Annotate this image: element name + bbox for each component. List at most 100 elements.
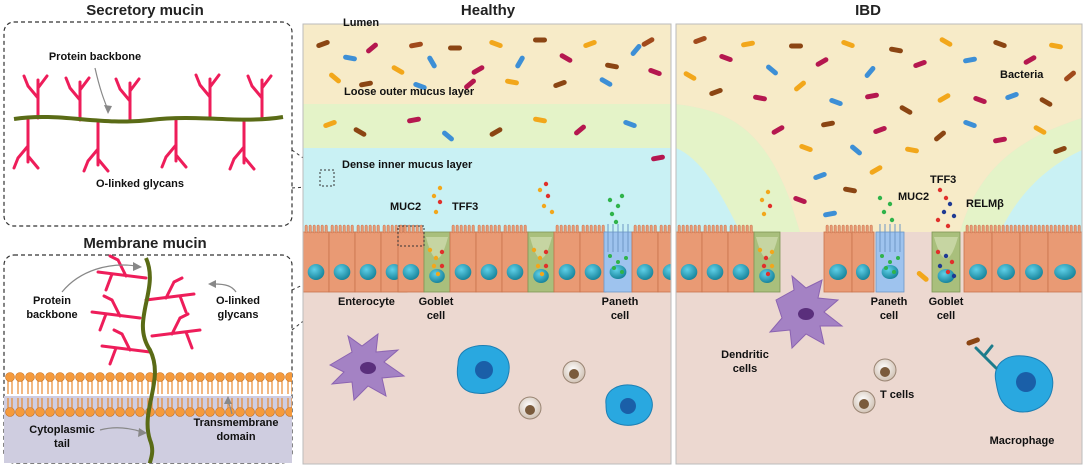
lipid-head-lower xyxy=(175,407,185,417)
glycan-chain-up xyxy=(194,73,221,119)
goblet-granule xyxy=(537,255,543,261)
glycan-chain-up xyxy=(64,76,91,122)
microvillus xyxy=(857,224,861,234)
microvillus xyxy=(563,224,567,234)
microvillus xyxy=(729,224,733,234)
membrane-mucin-title: Membrane mucin xyxy=(83,235,206,252)
ibd-paneth-label-2: cell xyxy=(880,310,898,322)
secretory-mucin-panel: Secretory mucin Protein backbone O-linke… xyxy=(3,2,293,227)
cytoplasmic-tail-label-1: Cytoplasmic xyxy=(29,424,94,436)
healthy-paneth-label-2: cell xyxy=(611,310,629,322)
bacterium xyxy=(934,130,946,142)
secretion-granule xyxy=(945,223,951,229)
microvillus xyxy=(489,224,493,234)
microvillus xyxy=(334,224,338,234)
goblet-granule xyxy=(951,273,957,279)
lipid-head-lower xyxy=(225,407,235,417)
membrane-glycan-chain xyxy=(90,294,142,332)
ibd-panel: IBD Bacteria TFF3 MUC2 RELMβ Paneth cell… xyxy=(675,2,1083,465)
goblet-granule xyxy=(765,271,771,277)
secretion-granule xyxy=(541,203,547,209)
macrophage-receptor xyxy=(974,344,998,370)
macrophage-nucleus xyxy=(1016,372,1036,392)
lipid-head-lower xyxy=(285,407,292,417)
lipid-head-upper xyxy=(255,372,265,382)
microvillus xyxy=(1009,224,1013,234)
microvillus xyxy=(559,224,563,234)
microvillus xyxy=(977,224,981,234)
cytoplasmic-tail-arrowhead xyxy=(138,428,147,437)
lipid-head-lower xyxy=(95,407,105,417)
microvillus xyxy=(485,224,489,234)
lipid-head-upper xyxy=(175,372,185,382)
bacterium xyxy=(966,337,980,346)
lipid-head-upper xyxy=(195,372,205,382)
goblet-granule xyxy=(949,259,955,265)
bacterium xyxy=(648,67,662,77)
microvillus xyxy=(981,224,985,234)
goblet-granule xyxy=(439,249,445,255)
microvillus xyxy=(1069,224,1073,234)
enterocyte-cell xyxy=(631,231,659,293)
microvillus xyxy=(1025,224,1029,234)
bacterium xyxy=(850,144,862,156)
lipid-head-upper xyxy=(55,372,65,382)
microvillus xyxy=(312,224,316,234)
microvillus xyxy=(973,224,977,234)
microvillus xyxy=(869,224,873,234)
enterocyte-cell xyxy=(727,231,755,293)
microvillus xyxy=(845,224,849,234)
bacterium xyxy=(583,39,597,49)
bacterium xyxy=(533,116,547,124)
cell-nucleus xyxy=(829,264,847,280)
ibd-bacteria xyxy=(683,35,1076,218)
microvillus xyxy=(989,224,993,234)
cell-nucleus xyxy=(706,264,724,280)
bacterium xyxy=(793,195,807,205)
microvillus xyxy=(555,224,559,234)
enterocyte-cell xyxy=(963,231,993,293)
bacterium xyxy=(359,80,373,88)
goblet-granule xyxy=(531,247,537,253)
secretion-granule xyxy=(437,199,443,205)
lipid-head-upper xyxy=(75,372,85,382)
cell-nucleus xyxy=(680,264,698,280)
immune-blue-nucleus xyxy=(475,361,493,379)
healthy-muc2-label: MUC2 xyxy=(390,201,421,213)
healthy-secretions xyxy=(431,181,625,225)
enterocyte-cell xyxy=(501,231,529,293)
bacterium xyxy=(939,37,953,47)
microvillus xyxy=(841,224,845,234)
bacterium xyxy=(963,56,977,64)
microvillus xyxy=(451,224,455,234)
microvillus xyxy=(308,224,312,234)
microvillus xyxy=(471,224,475,234)
ibd-title: IBD xyxy=(855,2,881,19)
bacterium xyxy=(993,136,1007,144)
bacterium xyxy=(353,127,367,137)
lipid-head-lower xyxy=(165,407,175,417)
secretion-granule xyxy=(889,217,895,223)
t-cell-nucleus xyxy=(569,369,579,379)
microvillus xyxy=(829,224,833,234)
paneth-granule xyxy=(884,266,888,270)
microvillus xyxy=(969,224,973,234)
secretory-backbone-arrowhead xyxy=(104,105,112,114)
secretory-mucin-box xyxy=(3,21,293,227)
paneth-granule xyxy=(624,256,628,260)
healthy-frame xyxy=(302,23,672,465)
membrane-glycan-chain xyxy=(96,254,148,292)
bacterium xyxy=(448,45,462,51)
microvillus xyxy=(497,224,501,234)
bacterium xyxy=(843,186,857,194)
lipid-head-lower xyxy=(35,407,45,417)
microvillus xyxy=(463,224,467,234)
glycan-chain-down xyxy=(160,117,188,169)
glycan-chain-up xyxy=(246,74,273,120)
microvillus xyxy=(965,224,969,234)
membrane-backbone-arrow xyxy=(61,264,137,293)
microvillus xyxy=(493,224,497,234)
microvillus xyxy=(667,224,671,234)
microvillus xyxy=(997,224,1001,234)
lipid-head-upper xyxy=(15,372,25,382)
